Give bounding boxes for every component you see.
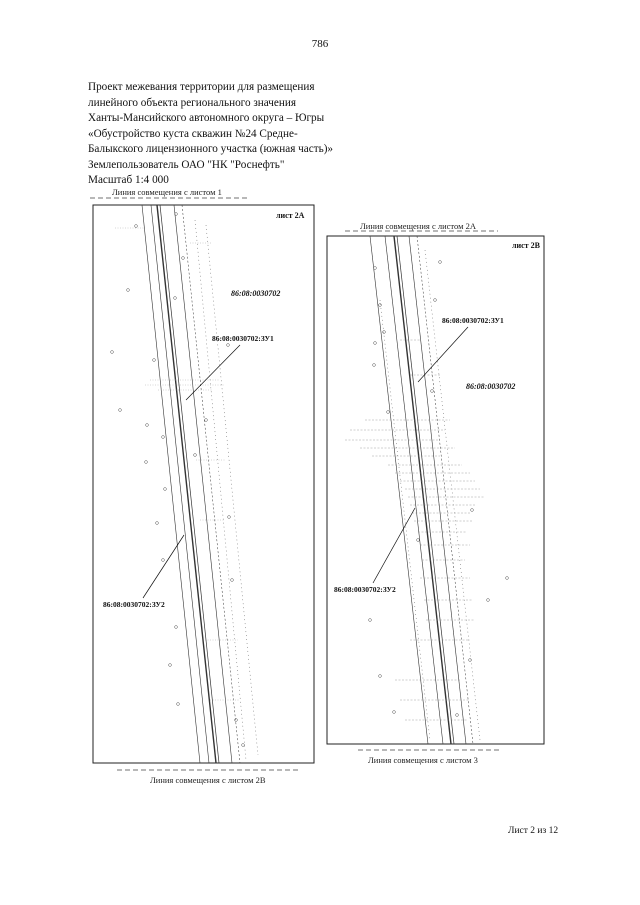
sheet-frame-a: [92, 204, 315, 764]
title-line: Землепользователь ОАО "НК "Роснефть": [88, 158, 285, 171]
hatching-b: [345, 339, 485, 721]
sheet-2a: Линия совмещения с листом 1 лист 2А: [90, 187, 315, 785]
scale-line: Масштаб 1:4 000: [88, 174, 169, 186]
title-line: линейного объекта регионального значения: [88, 96, 297, 109]
title-line: «Обустройство куста скважин №24 Средне-: [88, 127, 298, 140]
leader-line-2-b: [372, 507, 416, 584]
survey-points-b: [368, 260, 509, 717]
title-line: Балыкского лицензионного участка (южная …: [88, 143, 334, 155]
combine-label-top-a: Линия совмещения с листом 1: [112, 187, 222, 197]
quarter-number-b: 86:08:0030702: [466, 382, 515, 391]
corridor-a: [141, 204, 259, 764]
plot-label-2-a: 86:08:0030702:ЗУ2: [103, 600, 165, 609]
plot-label-2-b: 86:08:0030702:ЗУ2: [334, 585, 396, 594]
sheet-label-b: лист 2В: [512, 241, 541, 250]
sheet-label-a: лист 2А: [276, 211, 305, 220]
title-block: Проект межевания территории для размещен…: [88, 80, 388, 189]
combine-label-bottom-b: Линия совмещения с листом 3: [368, 755, 478, 765]
leader-line-1-b: [417, 326, 469, 383]
sheet-footer: Лист 2 из 12: [508, 826, 559, 836]
leader-line-1-a: [185, 344, 241, 401]
sheet-frame-b: [326, 235, 545, 745]
combine-label-bottom-a: Линия совмещения с листом 2В: [150, 775, 266, 785]
combine-label-top-b: Линия совмещения с листом 2А: [360, 221, 477, 231]
sheet-2b: Линия совмещения с листом 2А лист 2В: [326, 221, 545, 765]
hatching-a: [115, 227, 240, 701]
leader-line-2-a: [142, 534, 185, 599]
corridor-b: [369, 235, 481, 745]
page-number: 786: [311, 38, 329, 50]
quarter-number-a: 86:08:0030702: [231, 289, 280, 298]
title-line: Ханты-Мансийского автономного округа – Ю…: [88, 112, 325, 124]
plot-label-1-b: 86:08:0030702:ЗУ1: [442, 316, 504, 325]
title-line: Проект межевания территории для размещен…: [88, 81, 315, 93]
plot-label-1-a: 86:08:0030702:ЗУ1: [212, 334, 274, 343]
survey-points-a: [110, 212, 245, 747]
